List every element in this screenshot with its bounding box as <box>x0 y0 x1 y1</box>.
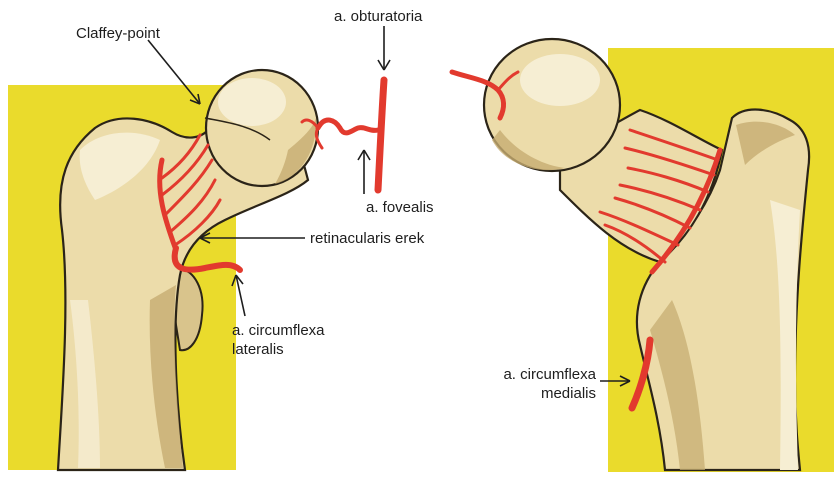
a-circumflexa-medialis-label-line1: a. circumflexa <box>490 366 596 383</box>
claffey-point-label: Claffey-point <box>76 25 160 42</box>
a-circumflexa-medialis-label-line2: medialis <box>490 385 596 402</box>
a-circumflexa-lateralis-label-line1: a. circumflexa <box>232 322 325 339</box>
right-head-highlight <box>520 54 600 106</box>
retinacularis-erek-label: retinacularis erek <box>310 230 424 247</box>
obturator-artery-vessel <box>378 80 384 190</box>
left-foveal-vessel <box>318 120 378 133</box>
left-head-highlight <box>218 78 286 126</box>
a-obturatoria-label: a. obturatoria <box>334 8 422 25</box>
a-circumflexa-lateralis-label-line2: lateralis <box>232 341 284 358</box>
a-fovealis-label: a. fovealis <box>366 199 434 216</box>
